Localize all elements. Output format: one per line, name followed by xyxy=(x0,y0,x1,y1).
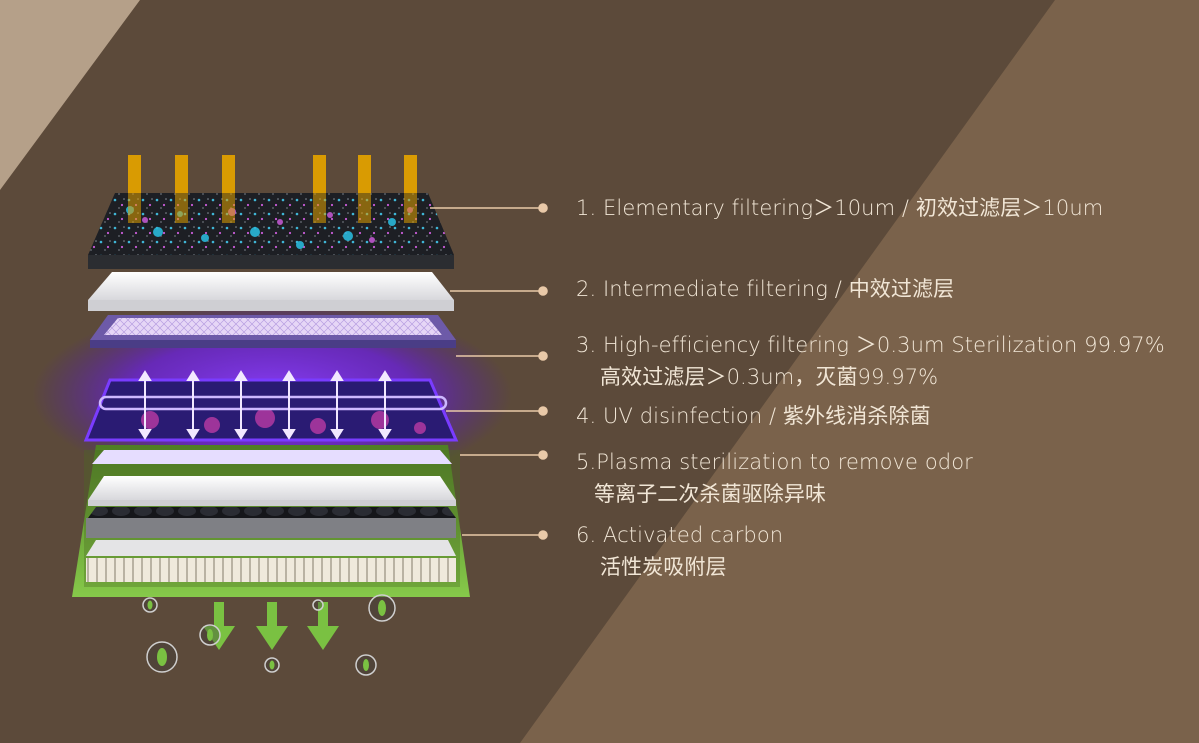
label-intermediate: 2. Intermediate filtering / 中效过滤层 xyxy=(576,276,954,302)
layer-intermediate xyxy=(88,272,454,311)
label-elementary-line1: 1. Elementary filtering＞10um / 初效过滤层＞10u… xyxy=(576,196,1104,220)
label-hepa-line2: 高效过滤层＞0.3um，灭菌99.97% xyxy=(600,365,939,389)
layer-carbon xyxy=(86,507,456,582)
layer-uv xyxy=(83,370,459,442)
label-carbon-line2: 活性炭吸附层 xyxy=(600,555,727,579)
label-uv-line1: 4. UV disinfection / 紫外线消杀除菌 xyxy=(576,404,931,428)
label-intermediate-line1: 2. Intermediate filtering / 中效过滤层 xyxy=(576,277,955,301)
layer-hepa xyxy=(90,315,456,348)
label-carbon: 6. Activated carbon 活性炭吸附层 xyxy=(576,522,783,580)
label-plasma: 5.Plasma sterilization to remove odor 等离… xyxy=(576,449,973,507)
label-plasma-line2: 等离子二次杀菌驱除异味 xyxy=(594,482,827,506)
layer-elementary xyxy=(88,193,454,269)
label-plasma-line1: 5.Plasma sterilization to remove odor xyxy=(576,450,973,474)
label-hepa-line1: 3. High-efficiency filtering ＞0.3um Ster… xyxy=(576,333,1165,357)
label-uv: 4. UV disinfection / 紫外线消杀除菌 xyxy=(576,403,931,429)
leaf-bubble-icon xyxy=(142,594,396,676)
label-hepa: 3. High-efficiency filtering ＞0.3um Ster… xyxy=(576,332,1165,390)
leader-lines xyxy=(430,203,548,540)
label-carbon-line1: 6. Activated carbon xyxy=(576,523,784,547)
label-elementary: 1. Elementary filtering＞10um / 初效过滤层＞10u… xyxy=(576,195,1103,221)
clean-air-arrow-icon xyxy=(203,602,339,650)
layer-plasma xyxy=(88,450,456,506)
uv-arrow-icon xyxy=(138,370,392,440)
